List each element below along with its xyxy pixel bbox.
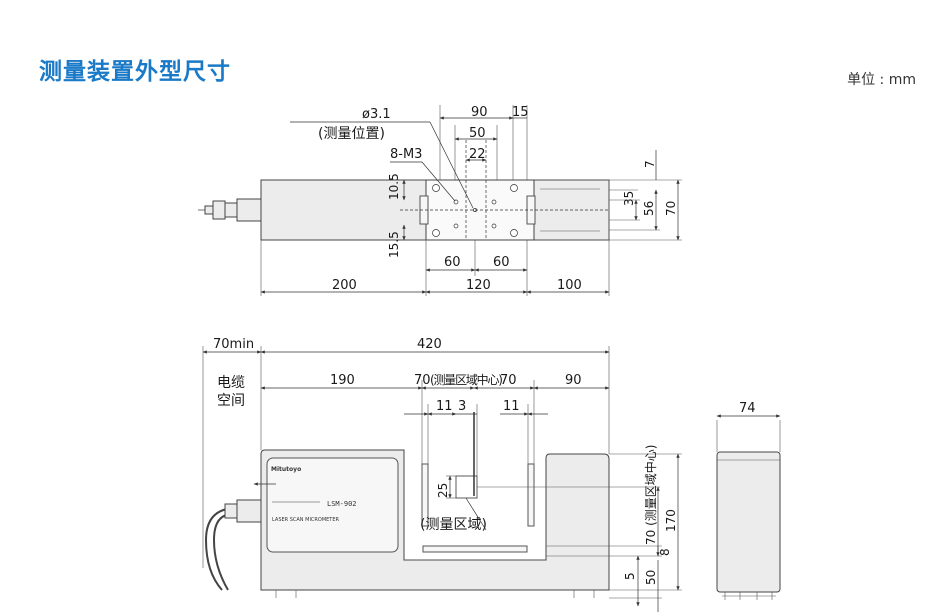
top-dim-60a: 60 bbox=[444, 255, 461, 270]
front-dim-25: 25 bbox=[436, 483, 450, 498]
front-dim-50: 50 bbox=[644, 570, 658, 585]
top-dim-50: 50 bbox=[469, 126, 486, 141]
top-dim-7: 7 bbox=[643, 160, 657, 168]
top-view: 90 15 50 22 ø3.1 (测量位置) 8-M3 10.5 15.5 7… bbox=[198, 105, 682, 296]
front-dim-11a: 11 bbox=[436, 399, 453, 414]
top-dim-35: 35 bbox=[622, 191, 636, 206]
top-dim-10-5: 10.5 bbox=[387, 173, 401, 200]
cable-space-line1: 电缆 bbox=[217, 375, 245, 391]
top-dim-56: 56 bbox=[642, 201, 656, 216]
front-vert-note: 70 (测量区域中心) bbox=[643, 445, 658, 545]
screw-holes bbox=[432, 184, 518, 237]
front-dim-170: 170 bbox=[664, 509, 678, 532]
front-model: LSM-902 bbox=[327, 500, 357, 508]
front-dim-11b: 11 bbox=[503, 399, 520, 414]
top-dim-70: 70 bbox=[664, 201, 678, 216]
page-title: 测量装置外型尺寸 bbox=[39, 59, 231, 85]
cable-space-line2: 空间 bbox=[217, 393, 245, 409]
front-dim-190: 190 bbox=[330, 373, 355, 388]
front-area-note: (测量区域) bbox=[420, 517, 487, 533]
top-screw-label: 8-M3 bbox=[390, 147, 422, 162]
cable-connector bbox=[198, 198, 262, 222]
front-product-line: LASER SCAN MICROMETER bbox=[272, 517, 340, 523]
front-dim-90: 90 bbox=[565, 373, 582, 388]
side-view: 74 bbox=[716, 401, 781, 600]
top-dim-15: 15 bbox=[512, 105, 529, 120]
top-dim-100: 100 bbox=[557, 278, 582, 293]
side-dim-74: 74 bbox=[739, 401, 756, 416]
top-dim-15-5: 15.5 bbox=[387, 231, 401, 258]
side-body bbox=[716, 451, 781, 593]
front-label-panel bbox=[266, 457, 399, 553]
top-dim-60b: 60 bbox=[493, 255, 510, 270]
front-dim-8: 8 bbox=[658, 548, 672, 556]
front-view: Mitutoyo LSM-902 LASER SCAN MICROMETER 7… bbox=[202, 337, 682, 612]
top-dim-22: 22 bbox=[469, 147, 486, 162]
front-dim-70-center: 70 bbox=[414, 373, 431, 388]
front-brand: Mitutoyo bbox=[271, 466, 301, 473]
top-dim-120: 120 bbox=[466, 278, 491, 293]
front-dim-70-right: 70 bbox=[500, 373, 517, 388]
top-dim-90: 90 bbox=[471, 105, 488, 120]
front-cable bbox=[204, 499, 262, 591]
top-hole-label: ø3.1 bbox=[362, 107, 391, 122]
front-dim-70min: 70min bbox=[213, 337, 254, 352]
top-hole-note: (测量位置) bbox=[318, 126, 385, 142]
unit-label: 单位 : mm bbox=[847, 72, 916, 88]
front-center-note: (测量区域中心) bbox=[430, 372, 502, 387]
front-dim-420: 420 bbox=[417, 337, 442, 352]
top-dim-200: 200 bbox=[332, 278, 357, 293]
front-dim-3: 3 bbox=[458, 399, 466, 414]
front-dim-5: 5 bbox=[623, 572, 637, 580]
